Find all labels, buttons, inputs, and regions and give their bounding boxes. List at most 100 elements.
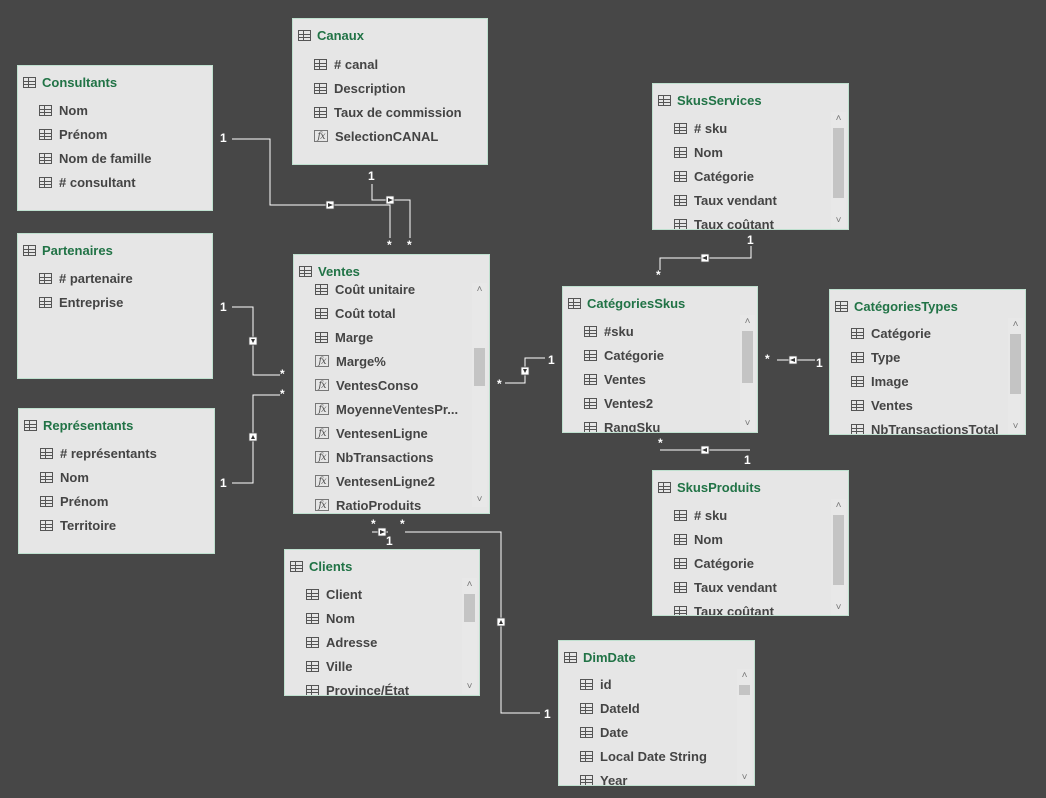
field-row[interactable]: Catégorie: [584, 343, 737, 367]
scroll-up-icon[interactable]: ˄: [835, 500, 842, 511]
scrollbar-thumb[interactable]: [742, 331, 753, 383]
field-row[interactable]: NbTransactionsTotal: [851, 417, 1005, 434]
field-row[interactable]: Taux coûtant: [674, 212, 828, 229]
field-row[interactable]: Client: [306, 582, 459, 606]
field-row[interactable]: Prénom: [39, 122, 210, 146]
scroll-down-icon[interactable]: ˅: [466, 681, 473, 692]
vertical-scrollbar[interactable]: ˄˅: [831, 499, 846, 615]
scroll-up-icon[interactable]: ˄: [835, 113, 842, 124]
scrollbar-thumb[interactable]: [833, 515, 844, 585]
field-row[interactable]: Prénom: [40, 489, 212, 513]
field-row[interactable]: Description: [314, 76, 485, 100]
scroll-down-icon[interactable]: ˅: [476, 494, 483, 505]
table-header[interactable]: Canaux: [298, 26, 364, 44]
table-header[interactable]: SkusServices: [658, 91, 762, 109]
scrollbar-thumb[interactable]: [474, 348, 485, 386]
field-row[interactable]: id: [580, 672, 734, 696]
field-row[interactable]: Ventes: [851, 393, 1005, 417]
field-row[interactable]: Ventes2: [584, 391, 737, 415]
field-row[interactable]: Year: [580, 768, 734, 785]
field-row[interactable]: # canal: [314, 52, 485, 76]
field-row[interactable]: Adresse: [306, 630, 459, 654]
scroll-down-icon[interactable]: ˅: [835, 215, 842, 226]
scroll-down-icon[interactable]: ˅: [744, 418, 751, 429]
field-row[interactable]: Catégorie: [851, 321, 1005, 345]
table-header[interactable]: Ventes: [299, 262, 360, 280]
field-row[interactable]: Coût total: [315, 301, 469, 325]
table-header[interactable]: SkusProduits: [658, 478, 761, 496]
table-header[interactable]: CatégoriesTypes: [835, 297, 958, 315]
field-row[interactable]: Image: [851, 369, 1005, 393]
field-row[interactable]: Entreprise: [39, 290, 210, 314]
scroll-up-icon[interactable]: ˄: [744, 316, 751, 327]
scrollbar-thumb[interactable]: [1010, 334, 1021, 394]
field-row[interactable]: Province/État: [306, 678, 459, 695]
vertical-scrollbar[interactable]: ˄˅: [1008, 318, 1023, 434]
field-row[interactable]: Ventes: [584, 367, 737, 391]
field-row[interactable]: Type: [851, 345, 1005, 369]
vertical-scrollbar[interactable]: ˄˅: [740, 315, 755, 431]
field-row[interactable]: Catégorie: [674, 164, 828, 188]
field-row[interactable]: Taux de commission: [314, 100, 485, 124]
field-row[interactable]: Taux coûtant: [674, 599, 828, 615]
field-row[interactable]: Taux vendant: [674, 575, 828, 599]
vertical-scrollbar[interactable]: ˄˅: [831, 112, 846, 228]
scroll-up-icon[interactable]: ˄: [741, 670, 748, 681]
vertical-scrollbar[interactable]: ˄˅: [462, 578, 477, 694]
field-row[interactable]: Territoire: [40, 513, 212, 537]
field-row[interactable]: # sku: [674, 116, 828, 140]
field-row[interactable]: # représentants: [40, 441, 212, 465]
field-row[interactable]: # partenaire: [39, 266, 210, 290]
scroll-down-icon[interactable]: ˅: [741, 772, 748, 783]
field-row[interactable]: #sku: [584, 319, 737, 343]
field-row[interactable]: Taux vendant: [674, 188, 828, 212]
scrollbar-thumb[interactable]: [464, 594, 475, 622]
field-row[interactable]: Local Date String: [580, 744, 734, 768]
table-header[interactable]: Partenaires: [23, 241, 113, 259]
field-row[interactable]: RangSku: [584, 415, 737, 432]
field-row[interactable]: # consultant: [39, 170, 210, 194]
field-row[interactable]: Nom: [674, 140, 828, 164]
field-row[interactable]: Coût unitaire: [315, 277, 469, 301]
field-row[interactable]: DateId: [580, 696, 734, 720]
table-header[interactable]: Clients: [290, 557, 352, 575]
scrollbar-thumb[interactable]: [739, 685, 750, 695]
table-header[interactable]: Représentants: [24, 416, 133, 434]
field-row[interactable]: Nom: [39, 98, 210, 122]
scroll-down-icon[interactable]: ˅: [1012, 421, 1019, 432]
table-header[interactable]: DimDate: [564, 648, 636, 666]
scroll-down-icon[interactable]: ˅: [835, 602, 842, 613]
field-row[interactable]: Date: [580, 720, 734, 744]
table-header[interactable]: CatégoriesSkus: [568, 294, 685, 312]
scroll-up-icon[interactable]: ˄: [1012, 319, 1019, 330]
vertical-scrollbar[interactable]: ˄˅: [737, 669, 752, 785]
field-row[interactable]: Ville: [306, 654, 459, 678]
scrollbar-thumb[interactable]: [833, 128, 844, 198]
field-row[interactable]: Marge: [315, 325, 469, 349]
field-row[interactable]: Nom: [40, 465, 212, 489]
field-row[interactable]: Nom: [674, 527, 828, 551]
field-row[interactable]: Nom: [306, 606, 459, 630]
field-row[interactable]: Catégorie: [674, 551, 828, 575]
field-row[interactable]: # sku: [674, 503, 828, 527]
table-header[interactable]: Consultants: [23, 73, 117, 91]
